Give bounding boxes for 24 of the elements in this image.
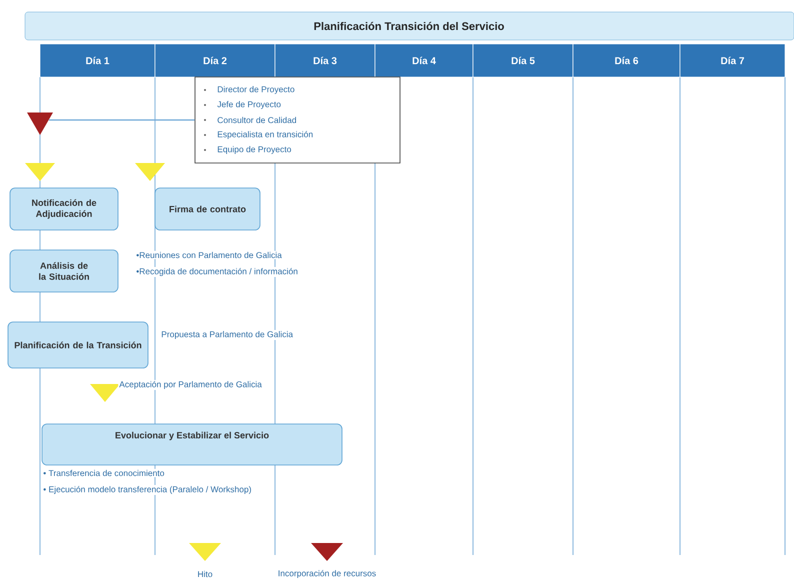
task-box: Notificación de Adjudicación xyxy=(10,188,118,230)
task-box: Análisis de la Situación xyxy=(10,250,118,292)
task-box: Planificación de la Transición xyxy=(8,322,148,368)
day-header: Día 3 xyxy=(274,44,376,78)
task-note: •Reuniones con Parlamento de Galicia xyxy=(135,250,283,260)
task-box: Evolucionar y Estabilizar el Servicio xyxy=(42,424,342,466)
title-band: Planificación Transición del Servicio xyxy=(24,12,794,40)
day-header: Día 5 xyxy=(472,44,574,78)
legend-label: Incorporación de recursos xyxy=(278,570,376,578)
task-note: •Recogida de documentación / información xyxy=(135,267,299,277)
day-header: Día 6 xyxy=(572,44,680,78)
day-header: Día 7 xyxy=(680,44,786,78)
task-note: • Ejecución modelo transferencia (Paralelo / Workshop) xyxy=(42,485,253,496)
day-header: Día 4 xyxy=(374,44,474,78)
legend-label: Hito xyxy=(198,570,212,578)
task-box: Firma de contrato xyxy=(154,188,260,230)
connector-line xyxy=(48,119,195,121)
milestone-note: Aceptación por Parlamento de Galicia xyxy=(118,380,263,390)
resource-marker xyxy=(27,112,53,135)
day-header: Día 2 xyxy=(154,44,276,78)
task-note: • Transferencia de conocimiento xyxy=(42,468,166,478)
resource-list-box: Director de Proyecto Jefe de Proyecto Consultor de Calidad Especialista en transición Equipo de Proyecto xyxy=(194,76,400,164)
day-header: Día 1 xyxy=(40,44,156,78)
task-note: Propuesta a Parlamento de Galicia xyxy=(160,330,294,340)
